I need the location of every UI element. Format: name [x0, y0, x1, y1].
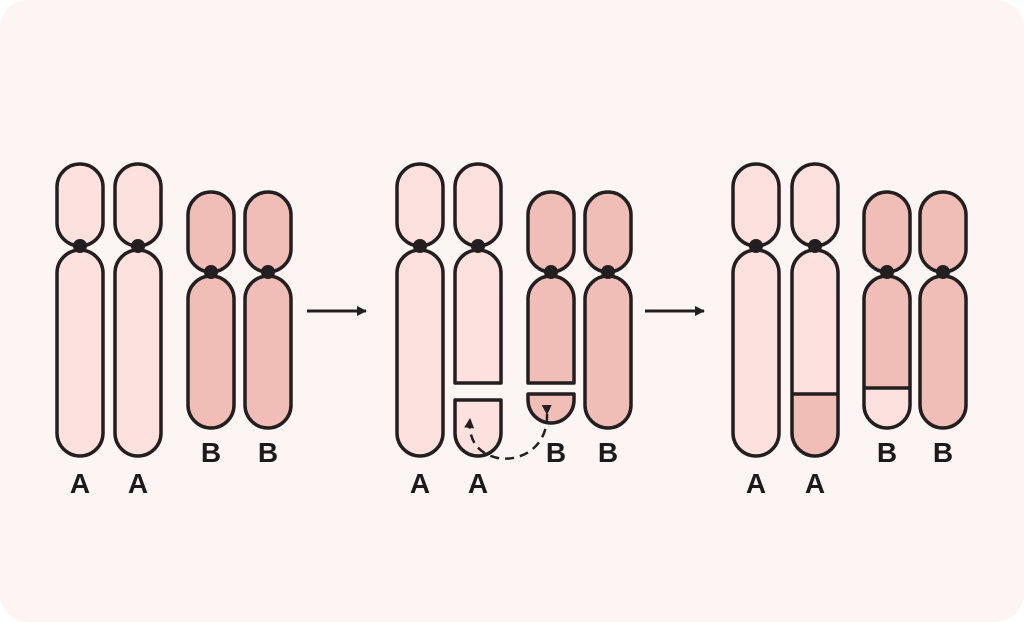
chromosome-a-broken [453, 162, 503, 458]
exchange-arrow-icon [464, 404, 552, 460]
b-received-a-part [864, 388, 910, 428]
chromosome-b-broken [526, 190, 576, 425]
chromosome-a-1 [731, 162, 781, 458]
label-a: A [410, 468, 430, 499]
chromosome-b-1 [186, 190, 236, 430]
label-b: B [201, 437, 221, 468]
stage-1-before: A A B B [55, 162, 293, 499]
stage-2-exchange: A A B B [395, 162, 633, 499]
chromosome-a-1 [395, 162, 445, 458]
centromere [261, 265, 275, 279]
centromere [73, 239, 87, 253]
chromosome-a-1 [55, 162, 105, 458]
label-b: B [598, 437, 618, 468]
chromosome-a-derivative [790, 162, 840, 458]
label-a: A [128, 468, 148, 499]
centromere [808, 239, 822, 253]
centromere [880, 265, 894, 279]
b-detached-fragment [526, 392, 576, 425]
chromosome-b-2 [918, 190, 968, 430]
chromosome-b-2 [243, 190, 293, 430]
chromosome-b-derivative [862, 190, 912, 430]
centromere [601, 265, 615, 279]
label-a: A [805, 468, 825, 499]
label-a: A [746, 468, 766, 499]
chromosome-a-2 [113, 162, 163, 458]
label-b: B [258, 437, 278, 468]
label-a: A [70, 468, 90, 499]
centromere [936, 265, 950, 279]
label-b: B [877, 437, 897, 468]
stage-3-after: A A B B [731, 162, 968, 499]
a-received-b-part [792, 394, 838, 456]
b-own-part [864, 276, 910, 388]
centromere [471, 239, 485, 253]
a-own-part [792, 250, 838, 394]
centromere [204, 265, 218, 279]
centromere [131, 239, 145, 253]
label-b: B [546, 437, 566, 468]
chromosome-b-2 [583, 190, 633, 430]
label-b: B [933, 437, 953, 468]
centromere [749, 239, 763, 253]
b-upper-segment [526, 274, 576, 385]
centromere [413, 239, 427, 253]
centromere [544, 265, 558, 279]
label-a: A [468, 468, 488, 499]
a-upper-segment [453, 248, 503, 385]
